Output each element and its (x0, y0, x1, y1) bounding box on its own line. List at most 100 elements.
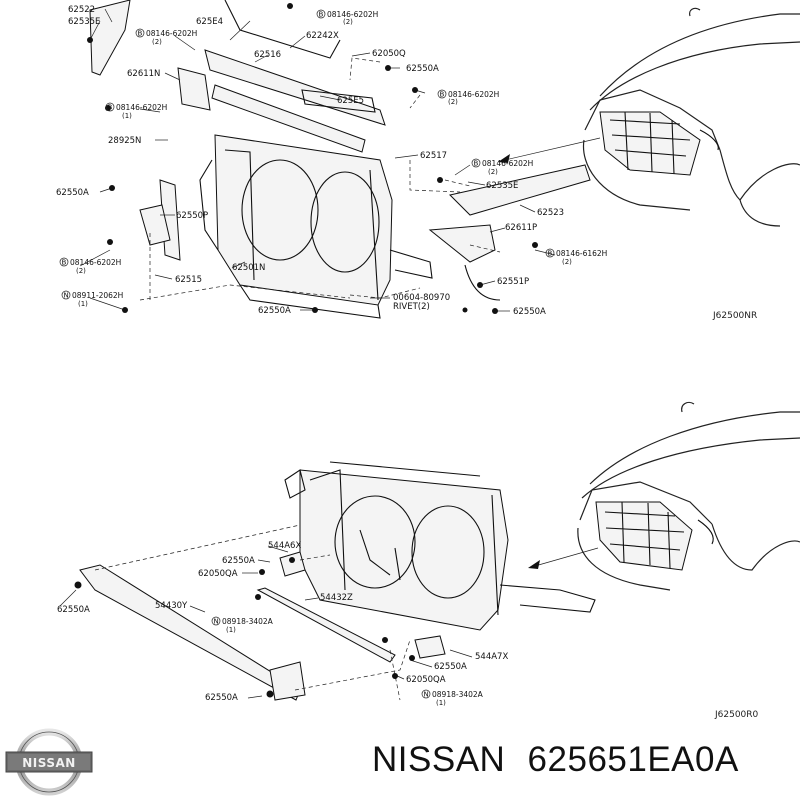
part-label: 62611N (127, 69, 160, 79)
code-callout: B 08146-6202H (1) (105, 102, 167, 120)
svg-text:B: B (138, 30, 143, 38)
part-label: 62535E (486, 181, 518, 191)
svg-text:B: B (548, 250, 553, 258)
svg-text:08911-2062H: 08911-2062H (72, 291, 123, 300)
svg-text:(2): (2) (562, 258, 572, 266)
part-label: 62501N (232, 263, 265, 273)
nissan-logo: NISSAN (5, 728, 93, 796)
svg-text:08146-6202H: 08146-6202H (146, 29, 197, 38)
part-label: 625E5 (337, 96, 364, 106)
part-label: 62523 (537, 208, 564, 218)
top-diagram: 62522 62535E 625E4 62242X 62516 62050Q 6… (56, 0, 800, 321)
radiator-core-support-bottom (284, 461, 596, 631)
part-label: 54432Z (320, 593, 353, 603)
car-front-illustration-bottom (577, 401, 800, 591)
code-callout: B 08146-6202H (2) (471, 158, 533, 176)
svg-text:08146-6202H: 08146-6202H (327, 10, 378, 19)
svg-text:B: B (474, 160, 479, 168)
part-labels-bottom: 544A6X 62550A 62050QA 54430Y 54432Z 6255… (57, 541, 508, 703)
svg-text:08918-3402A: 08918-3402A (222, 617, 274, 626)
arrow-head-bottom (528, 560, 540, 569)
fasteners-top (87, 3, 538, 314)
pointer-arrow-bottom (534, 547, 599, 567)
part-label: 62551P (497, 277, 529, 287)
part-labels-top: 62522 62535E 625E4 62242X 62516 62050Q 6… (56, 5, 564, 317)
bottom-diagram: 544A6X 62550A 62050QA 54430Y 54432Z 6255… (57, 401, 800, 720)
code-callout: B 08146-6162H (2) (545, 248, 607, 266)
part-label: 62242X (306, 31, 339, 41)
part-label: 28925N (108, 136, 141, 146)
svg-text:(1): (1) (226, 626, 236, 634)
part-label: 62550A (434, 662, 467, 672)
code-callout: B 08146-6202H (2) (135, 28, 197, 46)
part-label: 544A7X (475, 652, 508, 662)
part-label: 62516 (254, 50, 281, 60)
code-callout: B 08146-6202H (2) (316, 9, 378, 26)
svg-text:(1): (1) (122, 112, 132, 120)
part-label: RIVET(2) (393, 302, 430, 312)
part-label: 62522 (68, 5, 95, 15)
svg-text:(2): (2) (343, 18, 353, 26)
part-label: 62050Q (372, 49, 406, 59)
car-front-illustration-top (582, 7, 800, 227)
arrow-head-top (498, 154, 510, 163)
brand-name: NISSAN (372, 740, 506, 779)
diagram-id: J62500R0 (714, 710, 759, 720)
part-label: 62550A (513, 307, 546, 317)
svg-text:B: B (62, 259, 67, 267)
part-label: 00604-80970 (393, 293, 450, 303)
leader-lines-top (79, 8, 556, 312)
logo-text: NISSAN (22, 756, 76, 770)
part-label: 62517 (420, 151, 447, 161)
part-label: 544A6X (268, 541, 301, 551)
part-label: 62550A (205, 693, 238, 703)
pointer-arrow-top (504, 137, 601, 161)
product-caption: NISSAN 625651EA0A (372, 740, 739, 780)
leader-lines-bottom (59, 545, 473, 699)
guide-lines-bottom (94, 524, 411, 701)
code-callout: N 08918-3402A (1) (211, 616, 274, 634)
part-number: 625651EA0A (527, 740, 739, 779)
part-label: 62550P (176, 211, 208, 221)
svg-text:(2): (2) (152, 38, 162, 46)
part-label: 62050QA (198, 569, 238, 579)
code-callout: B 08146-6202H (2) (59, 257, 121, 275)
svg-text:08918-3402A: 08918-3402A (432, 690, 484, 699)
bolt-codes-top: B 08146-6202H (2) B 08146-6202H (2) B 08… (59, 9, 607, 308)
svg-text:N: N (64, 292, 69, 300)
svg-text:N: N (424, 691, 429, 699)
svg-text:08146-6202H: 08146-6202H (70, 258, 121, 267)
svg-text:N: N (214, 618, 219, 626)
part-label: 62550A (258, 306, 291, 316)
svg-text:(1): (1) (78, 300, 88, 308)
lower-stays-bottom (79, 551, 446, 701)
part-label: 62515 (175, 275, 202, 285)
code-callout: N 08911-2062H (1) (61, 290, 123, 308)
radiator-core-support-top (199, 134, 433, 319)
svg-text:08146-6202H: 08146-6202H (116, 103, 167, 112)
code-callout: B 08146-6202H (2) (437, 89, 499, 106)
part-label: 62550A (56, 188, 89, 198)
fasteners-bottom (74, 557, 415, 698)
part-label: 62535E (68, 17, 100, 27)
svg-text:B: B (440, 91, 445, 99)
svg-text:B: B (319, 11, 324, 19)
svg-text:08146-6202H: 08146-6202H (448, 90, 499, 99)
svg-text:(1): (1) (436, 699, 446, 707)
part-label: 62550A (222, 556, 255, 566)
part-label: 62550A (57, 605, 90, 615)
part-label: 54430Y (155, 601, 188, 611)
part-label: 625E4 (196, 17, 223, 27)
svg-text:(2): (2) (76, 267, 86, 275)
svg-text:08146-6202H: 08146-6202H (482, 159, 533, 168)
part-label: 62611P (505, 223, 537, 233)
svg-text:B: B (108, 104, 113, 112)
part-label: 62050QA (406, 675, 446, 685)
part-label: 62550A (406, 64, 439, 74)
bolt-codes-bottom: N 08918-3402A (1) N 08918-3402A (1) (211, 616, 484, 707)
svg-text:(2): (2) (488, 168, 498, 176)
guide-lines-top (139, 57, 501, 301)
svg-text:08146-6162H: 08146-6162H (556, 249, 607, 258)
svg-text:(2): (2) (448, 98, 458, 106)
